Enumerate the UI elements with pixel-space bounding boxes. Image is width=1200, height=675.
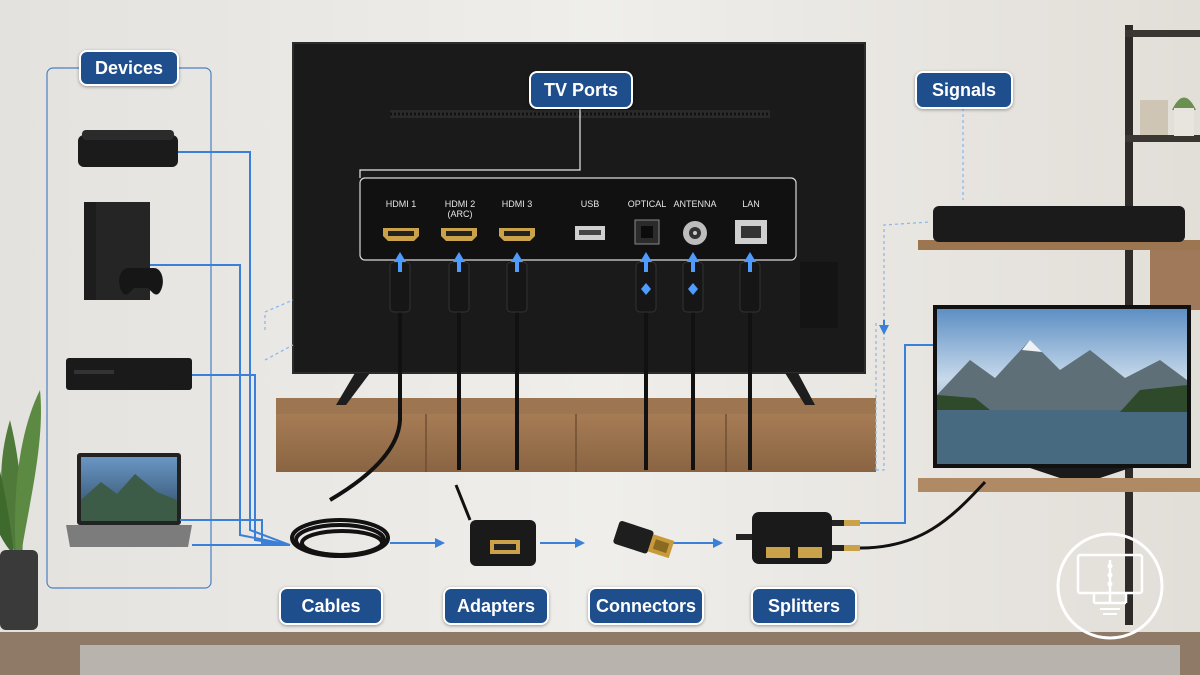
signal-lines-right: [875, 108, 964, 471]
lower-shelf: [918, 478, 1200, 492]
cables-label: Cables: [279, 587, 383, 625]
port-label-lan: LAN: [742, 199, 760, 209]
tv-ports-label: TV Ports: [529, 71, 633, 109]
splitter-output-a: [860, 344, 935, 524]
port-label-hdmi-2-arc: HDMI 2 (ARC): [444, 199, 476, 219]
tv-cables: [328, 300, 752, 502]
port-label-hdmi-3: HDMI 3: [501, 199, 533, 209]
port-panel: [359, 177, 797, 261]
upper-shelf: [918, 240, 1200, 250]
blu-ray-player: [66, 358, 192, 390]
devices-label: Devices: [79, 50, 179, 86]
soundbar: [933, 206, 1185, 242]
plant: [0, 390, 41, 630]
signal-up-arrows: [394, 252, 756, 295]
connectors-label: Connectors: [588, 587, 704, 625]
device-signal-lines: [150, 151, 291, 546]
signals-label: Signals: [915, 71, 1013, 109]
splitter: [736, 512, 860, 564]
splitter-output-b: [859, 480, 987, 550]
port-label-optical: OPTICAL: [627, 199, 667, 209]
adapter: [454, 484, 536, 566]
game-console: [84, 202, 163, 300]
connector: [613, 521, 675, 559]
port-label-usb: USB: [580, 199, 600, 209]
adapters-label: Adapters: [443, 587, 549, 625]
port-sockets: [383, 219, 767, 245]
network-diagram-icon: [1056, 532, 1164, 640]
streaming-box: [78, 130, 178, 167]
port-label-antenna: ANTENNA: [673, 199, 717, 209]
secondary-tv: [933, 305, 1191, 478]
splitters-label: Splitters: [751, 587, 857, 625]
upper-shelf-drawer: [1150, 250, 1200, 310]
device-dashed-lines: [264, 299, 294, 361]
tv-ports-leader: [359, 106, 581, 178]
rug: [80, 645, 1180, 675]
cable-coil: [290, 518, 390, 558]
laptop: [66, 453, 192, 547]
tv-console: [276, 398, 876, 472]
port-label-hdmi-1: HDMI 1: [385, 199, 417, 209]
